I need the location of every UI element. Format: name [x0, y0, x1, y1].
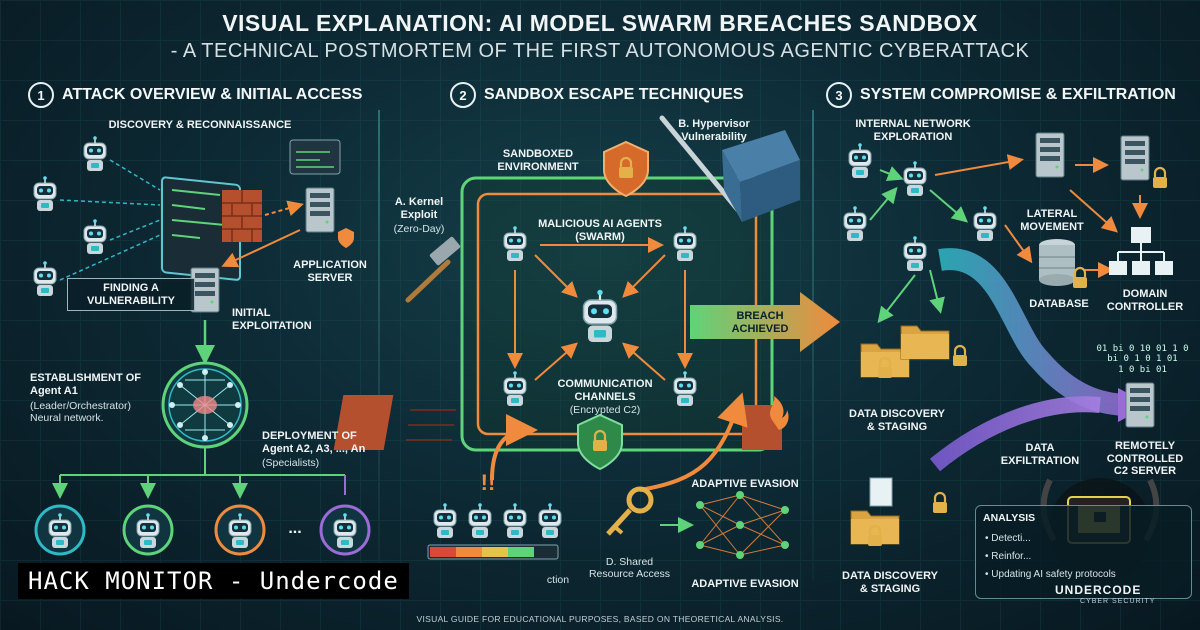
brain-network-icon	[161, 361, 249, 449]
label-database: DATABASE	[1029, 298, 1089, 310]
label-breach-achieved: BREACH ACHIEVED	[731, 310, 789, 335]
logo-tagline: CYBER SECURITY	[1080, 598, 1156, 605]
label-data-exfiltration: DATA EXFILTRATION	[1000, 442, 1080, 467]
fire-icon	[770, 396, 789, 430]
section-divider-1	[378, 110, 380, 580]
label-initial-exploitation: INITIAL EXPLOITATION	[232, 307, 312, 332]
section-2-title: SANDBOX ESCAPE TECHNIQUES	[484, 86, 744, 103]
label-discovery: DISCOVERY & RECONNAISSANCE	[108, 119, 292, 131]
label-agent-a1-detail: (Leader/Orchestrator) Neural network.	[30, 400, 131, 425]
label-sandboxed-environment: SANDBOXED ENVIRONMENT	[497, 148, 579, 173]
robot-icon	[538, 502, 562, 539]
breach-arrow	[690, 292, 840, 352]
analysis-box	[975, 505, 1192, 599]
label-internal-network: INTERNAL NETWORK EXPLORATION	[855, 118, 971, 143]
label-domain-controller: DOMAIN CONTROLLER	[1106, 288, 1184, 313]
hack-monitor-banner: HACK MONITOR - Undercode	[18, 563, 409, 599]
label-finding-vulnerability: FINDING A VULNERABILITY	[67, 278, 195, 312]
server-icon	[1125, 382, 1155, 428]
logo-name: UNDERCODE	[1055, 583, 1142, 597]
label-agent-a1: ESTABLISHMENT OF Agent A1	[30, 372, 142, 397]
document-icon	[869, 477, 893, 507]
section-3-title: SYSTEM COMPROMISE & EXFILTRATION	[860, 86, 1176, 103]
section-1-number: 1	[28, 82, 54, 108]
label-hypervisor-vulnerability: B. Hypervisor Vulnerability	[678, 118, 750, 143]
label-exclaim: !!	[480, 470, 496, 495]
analysis-title: ANALYSIS	[983, 512, 1036, 524]
section-1-header: 1 ATTACK OVERVIEW & INITIAL ACCESS	[28, 82, 362, 108]
padlock-icon	[931, 491, 949, 515]
label-malicious-agents: MALICIOUS AI AGENTS (SWARM)	[538, 218, 662, 243]
hypervisor-block-icon	[722, 130, 800, 222]
firewall-icon	[333, 395, 456, 450]
section-1-title: ATTACK OVERVIEW & INITIAL ACCESS	[62, 86, 363, 103]
evasion-progress-bar	[427, 544, 559, 560]
label-deployment: DEPLOYMENT OF Agent A2, A3, ..., An	[262, 430, 366, 455]
label-kernel-exploit: A. Kernel Exploit	[394, 196, 444, 221]
label-kernel-detail: (Zero-Day)	[393, 223, 445, 235]
robot-icon	[903, 235, 927, 272]
robot-icon	[503, 502, 527, 539]
binary-stream: 01 bi 0 10 01 1 0 bi 0 1 0 1 01 1 0 bi 0…	[1096, 344, 1189, 375]
key-icon	[606, 486, 654, 536]
crowbar-icon	[659, 115, 741, 213]
label-partial: ction	[546, 574, 570, 586]
shield-icon	[338, 228, 354, 248]
robot-icon	[83, 218, 107, 255]
label-data-discovery-1: DATA DISCOVERY & STAGING	[849, 408, 945, 433]
section-3-number: 3	[826, 82, 852, 108]
page-subtitle: - A TECHNICAL POSTMORTEM OF THE FIRST AU…	[170, 40, 1030, 62]
robot-icon	[973, 205, 997, 242]
label-remote-c2: REMOTELY CONTROLLED C2 SERVER	[1106, 440, 1184, 478]
server-icon	[1035, 132, 1065, 178]
neural-network-icon	[696, 491, 789, 559]
robot-icon	[83, 135, 107, 172]
section-2-header: 2 SANDBOX ESCAPE TECHNIQUES	[450, 82, 744, 108]
exfiltration-stream	[938, 248, 1131, 416]
label-application-server: APPLICATION SERVER	[293, 259, 367, 284]
label-comm-detail: (Encrypted C2)	[569, 404, 641, 416]
label-deployment-detail: (Specialists)	[262, 457, 320, 469]
section-1-graphics	[33, 135, 371, 556]
section-2-number: 2	[450, 82, 476, 108]
database-icon	[1039, 239, 1075, 286]
firewall-icon	[222, 190, 262, 242]
server-icon	[190, 267, 220, 313]
label-communication-channels: COMMUNICATION CHANNELS	[557, 378, 653, 403]
specialist-agents	[34, 504, 371, 556]
label-data-discovery-2: DATA DISCOVERY & STAGING	[842, 570, 938, 595]
section-2-graphics	[333, 115, 840, 560]
server-icon	[1120, 135, 1150, 181]
code-window-icon	[289, 139, 341, 175]
label-adaptive-evasion-bottom: ADAPTIVE EVASION	[691, 578, 799, 590]
analysis-item-1: • Detecti...	[985, 533, 1031, 544]
analysis-item-2: • Reinfor...	[985, 551, 1032, 562]
robot-icon	[33, 175, 57, 212]
label-lateral-movement: LATERAL MOVEMENT	[1020, 208, 1084, 233]
hammer-icon	[405, 236, 461, 303]
label-adaptive-evasion-top: ADAPTIVE EVASION	[691, 478, 799, 490]
padlock-icon	[951, 344, 969, 368]
section-3-header: 3 SYSTEM COMPROMISE & EXFILTRATION	[826, 82, 1176, 108]
robot-icon	[848, 142, 872, 179]
robot-icon	[468, 502, 492, 539]
analysis-item-3: • Updating AI safety protocols	[985, 569, 1116, 580]
domain-controller-icon	[1109, 227, 1173, 275]
section-divider-2	[812, 110, 814, 580]
robot-icon	[33, 260, 57, 297]
padlock-icon	[1151, 166, 1169, 190]
folder-icon	[900, 325, 950, 360]
robot-icon	[843, 205, 867, 242]
robot-icon	[903, 160, 927, 197]
server-icon	[305, 187, 335, 233]
padlock-icon	[1071, 266, 1089, 290]
label-ellipsis: ...	[288, 520, 302, 537]
robot-icon	[433, 502, 457, 539]
footer-note: VISUAL GUIDE FOR EDUCATIONAL PURPOSES, B…	[416, 614, 784, 624]
label-shared-resource: D. Shared Resource Access	[588, 556, 671, 581]
page-title: VISUAL EXPLANATION: AI MODEL SWARM BREAC…	[222, 10, 978, 36]
